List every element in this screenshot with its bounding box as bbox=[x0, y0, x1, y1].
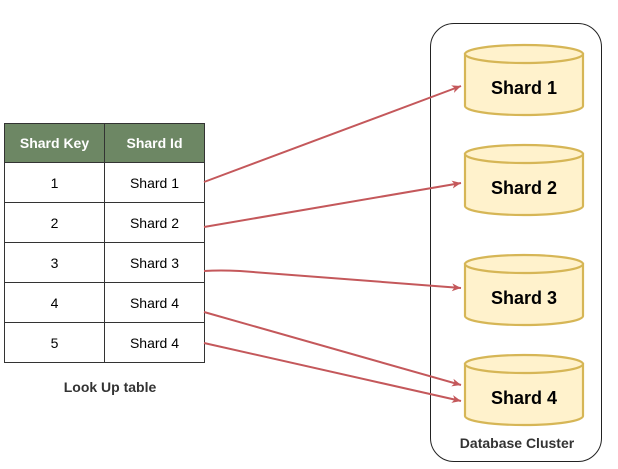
shard-id-cell: Shard 4 bbox=[104, 282, 205, 323]
arrows-layer bbox=[203, 85, 462, 403]
shard-cylinder bbox=[463, 353, 585, 427]
shard-3-label: Shard 3 bbox=[490, 288, 558, 308]
shard-2-label: Shard 2 bbox=[490, 178, 558, 198]
shard-id-cell: Shard 1 bbox=[104, 162, 205, 203]
shard-4-label: Shard 4 bbox=[490, 388, 558, 408]
shard-cylinder-top bbox=[463, 43, 585, 65]
shard-cylinder bbox=[463, 253, 585, 327]
shard-key-header: Shard Key bbox=[4, 123, 105, 163]
lookup-table-caption: Look Up table bbox=[63, 379, 157, 395]
database-cluster-label: Database Cluster bbox=[459, 435, 575, 451]
mapping-arrow bbox=[203, 311, 462, 387]
shard-id-cell: Shard 4 bbox=[104, 322, 205, 363]
table-row: 2 Shard 2 bbox=[4, 202, 205, 243]
shard-cylinder-top bbox=[463, 253, 585, 275]
shard-cylinder-body bbox=[463, 362, 585, 427]
shard-cylinder bbox=[463, 143, 585, 217]
shard-cylinder-top bbox=[463, 143, 585, 165]
mapping-arrow bbox=[203, 269, 462, 292]
shard-1-label: Shard 1 bbox=[490, 78, 558, 98]
shard-id-header: Shard Id bbox=[104, 123, 205, 163]
table-header-row: Shard Key Shard Id bbox=[4, 123, 205, 163]
shard-cylinder-body bbox=[463, 52, 585, 117]
shard-cylinder-body bbox=[463, 152, 585, 217]
shard-key-cell: 2 bbox=[4, 202, 105, 243]
shard-cylinder-top bbox=[463, 353, 585, 375]
table-row: 4 Shard 4 bbox=[4, 282, 205, 323]
shard-cylinder bbox=[463, 43, 585, 117]
shard-key-cell: 1 bbox=[4, 162, 105, 203]
table-row: 5 Shard 4 bbox=[4, 322, 205, 363]
shard-id-cell: Shard 2 bbox=[104, 202, 205, 243]
lookup-table: Shard Key Shard Id 1 Shard 1 2 Shard 2 3… bbox=[4, 123, 205, 363]
mapping-arrow bbox=[203, 85, 462, 183]
table-row: 1 Shard 1 bbox=[4, 162, 205, 203]
shards-layer bbox=[463, 43, 585, 427]
database-cluster bbox=[430, 23, 602, 462]
mapping-arrow bbox=[203, 180, 462, 228]
mapping-arrow bbox=[203, 342, 462, 403]
shard-cylinder-body bbox=[463, 262, 585, 327]
